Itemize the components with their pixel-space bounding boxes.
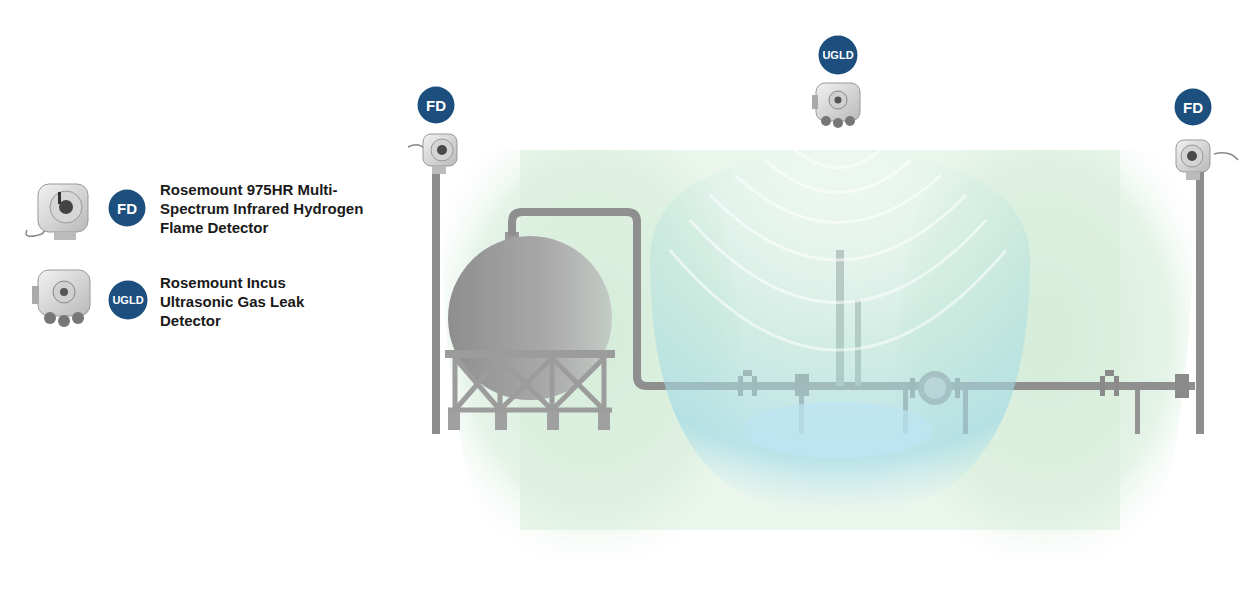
badge-circle: FD: [108, 189, 146, 227]
badge-label: FD: [426, 97, 446, 114]
badge-label: FD: [1183, 99, 1203, 116]
legend-flame-icon: [26, 184, 88, 240]
badge-fill: [819, 36, 858, 75]
badge-label: UGLD: [112, 294, 143, 306]
badge-fill: [109, 190, 146, 227]
ultrasonic-coverage: [650, 150, 1030, 515]
badge-circle: UGLD: [108, 280, 148, 320]
badge-label: FD: [117, 200, 137, 217]
badge-fill: [1175, 89, 1212, 126]
badge-circle: FD: [417, 86, 455, 124]
legend-label: Rosemount Incus Ultrasonic Gas Leak Dete…: [160, 273, 310, 330]
badge-fill: [418, 87, 455, 124]
storage-tank: [445, 232, 615, 430]
flame-detector: [1176, 140, 1238, 180]
legend-gas-icon: [32, 270, 90, 327]
flame-detector: [408, 134, 457, 174]
legend-label: Rosemount 975HR Multi-Spectrum Infrared …: [160, 180, 385, 237]
flame-coverage: [440, 150, 1195, 560]
badge-circle: FD: [1174, 88, 1212, 126]
badge-circle: UGLD: [818, 35, 858, 75]
gas-leak-detector: [812, 83, 860, 128]
badge-fill: [109, 281, 148, 320]
badge-label: UGLD: [822, 49, 853, 61]
